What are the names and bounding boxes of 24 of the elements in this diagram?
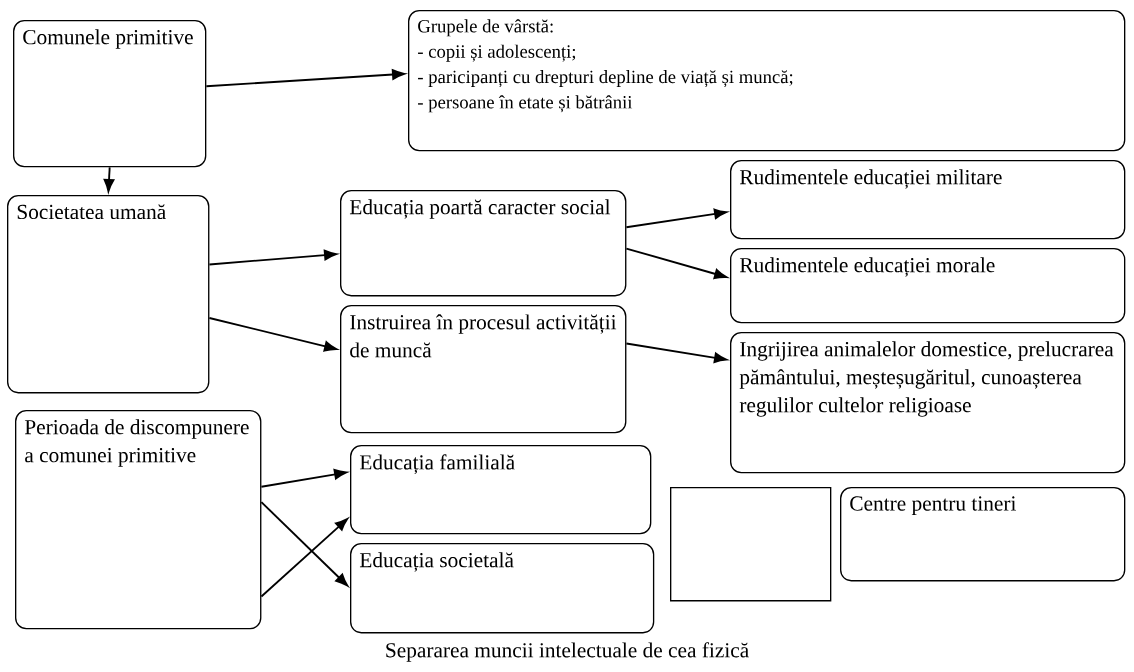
arrow: [625, 342, 728, 364]
text-box: Comunele primitive: [13, 20, 207, 168]
arrow: [260, 469, 348, 488]
caption: Separarea muncii intelectuale de cea fizică: [386, 642, 749, 662]
text-box: Rudimentele educației morale: [730, 248, 1126, 324]
arrow: [205, 69, 406, 88]
arrow: [625, 208, 728, 229]
text-box: Grupele de vârstă: - copii și adolescenți; - paricipanți cu drepturi depline de viață și muncă; - persoane în etate și bătrânii: [408, 10, 1126, 152]
text-box: Educația familială: [350, 445, 652, 535]
text-box: Rudimentele educației militare: [730, 160, 1126, 240]
text-box: Societatea umană: [7, 195, 210, 394]
arrow: [260, 518, 349, 598]
arrow: [103, 166, 115, 193]
arrow: [625, 247, 728, 280]
text-box: Centre pentru tineri: [840, 487, 1126, 582]
text-box: Ingrijirea animalelor domestice, prelucrarea pământului, meșteșugăritul, cunoașterea regulilor cultelor religioase: [730, 332, 1126, 474]
text-box: Perioada de discompunere a comunei primitive: [15, 410, 262, 630]
text-box: Educația poartă caracter social: [340, 190, 627, 297]
empty-box: [670, 487, 832, 602]
text-box: Instruirea în procesul activității de muncă: [340, 305, 627, 434]
text-box: Educația societală: [350, 543, 655, 634]
arrow: [260, 501, 349, 587]
arrow: [208, 317, 338, 352]
arrow: [208, 249, 338, 266]
